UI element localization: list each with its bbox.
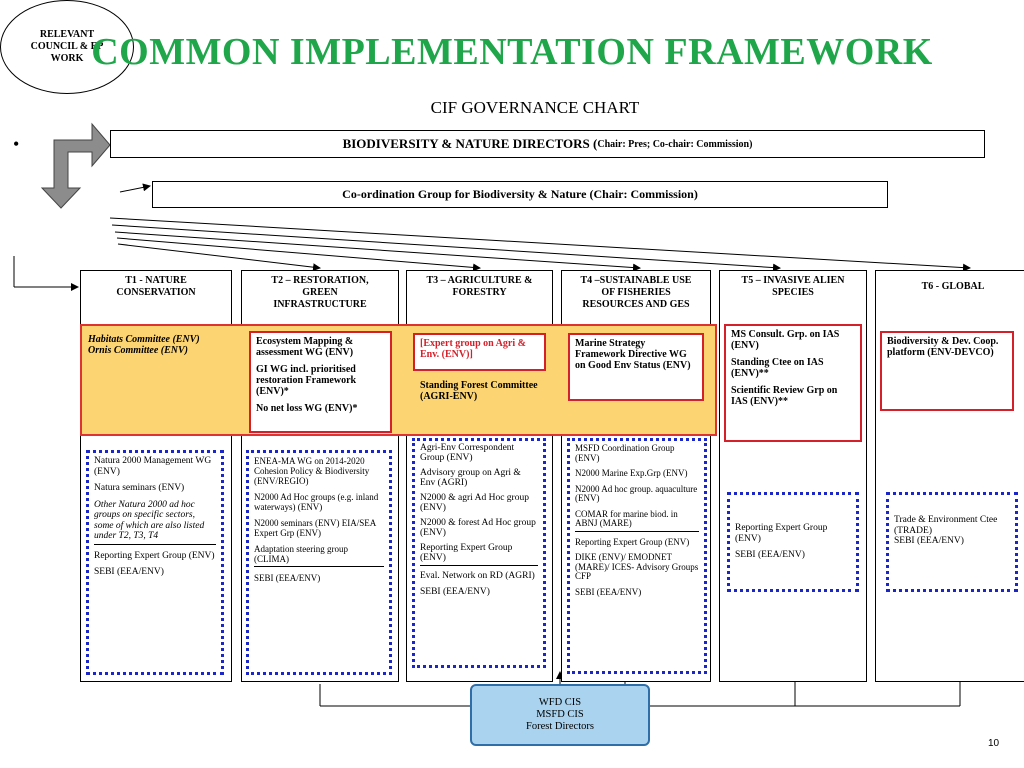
advisory-group-agri: Advisory group on Agri & Env (AGRI) <box>420 468 521 488</box>
enea-ma-wg: ENEA-MA WG on 2014-2020 Cohesion Policy … <box>254 456 370 486</box>
t5-red-box: MS Consult. Grp. on IAS (ENV) Standing C… <box>724 324 862 442</box>
adaptation-steering-group: Adaptation steering group (CLIMA) <box>254 544 384 567</box>
n2000-agri-adhoc: N2000 & agri Ad Hoc group (ENV) <box>420 493 529 513</box>
t4-reporting-group: Reporting Expert Group (ENV) <box>575 536 690 547</box>
t1-sebi: SEBI (EEA/ENV) <box>94 567 164 577</box>
t1-reporting-group: Reporting Expert Group (ENV) <box>94 550 215 561</box>
t5-head-line-2: SPECIES <box>772 287 814 298</box>
t3-head-line-1: T3 – AGRICULTURE & <box>426 275 533 286</box>
t2-lower-box: ENEA-MA WG on 2014-2020 Cohesion Policy … <box>246 450 392 675</box>
t5-sebi: SEBI (EEA/ENV) <box>735 550 805 560</box>
standing-forest-committee: Standing Forest Committee (AGRI-ENV) <box>420 380 538 402</box>
t4-red-box: Marine Strategy Framework Directive WG o… <box>568 333 704 401</box>
directors-label: BIODIVERSITY & NATURE DIRECTORS ( <box>342 136 598 151</box>
directors-chair: Chair: Pres; Co-chair: Commission) <box>597 138 753 150</box>
t4-head-line-3: RESOURCES AND GES <box>582 299 690 310</box>
eval-network-rd: Eval. Network on RD (AGRI) <box>420 571 535 581</box>
wfd-cis: WFD CIS <box>538 697 582 708</box>
t3-sebi: SEBI (EEA/ENV) <box>420 586 490 597</box>
chart-subtitle: CIF GOVERNANCE CHART <box>430 98 640 117</box>
natura-2000-wg: Natura 2000 Management WG (ENV) <box>94 456 212 477</box>
coordination-group-box: Co-ordination Group for Biodiversity & N… <box>152 181 888 208</box>
t3-reporting-group: Reporting Expert Group (ENV) <box>420 543 538 566</box>
t6-red-box: Biodiversity & Dev. Coop. platform (ENV-… <box>880 331 1014 411</box>
habitats-committee: Habitats Committee (ENV) <box>88 334 200 345</box>
bullet-mark: • <box>13 134 20 154</box>
t1-head-line-1: T1 - NATURE <box>125 275 187 286</box>
t4-head-line-1: T4 –SUSTAINABLE USE <box>580 275 692 286</box>
t2-head-line-2: GREEN <box>302 287 338 298</box>
t5-reporting-group: Reporting Expert Group (ENV) <box>735 523 828 544</box>
t2-red-box: Ecosystem Mapping & assessment WG (ENV) … <box>249 331 392 433</box>
other-natura-groups: Other Natura 2000 ad hoc groups on speci… <box>94 500 216 545</box>
msfd-cis: MSFD CIS <box>536 709 584 720</box>
gi-wg: GI WG incl. prioritised restoration Fram… <box>256 364 357 397</box>
natura-seminars: Natura seminars (ENV) <box>94 483 185 493</box>
directors-box: BIODIVERSITY & NATURE DIRECTORS (Chair: … <box>110 130 985 158</box>
n2000-forest-adhoc: N2000 & forest Ad Hoc group (ENV) <box>420 518 536 538</box>
column-t6-head: T6 - GLOBAL <box>876 281 1024 293</box>
council-line-2: COUNCIL & EP <box>30 41 104 52</box>
t4-sebi: SEBI (EEA/ENV) <box>575 586 642 597</box>
trade-env-ctee: Trade & Environment Ctee (TRADE) <box>894 515 998 536</box>
t6-lower-box: Trade & Environment Ctee (TRADE) SEBI (E… <box>886 492 1018 592</box>
council-ep-ellipse: RELEVANT COUNCIL & EP WORK <box>0 0 134 94</box>
forest-directors: Forest Directors <box>526 721 594 732</box>
msfd-coordination: MSFD Coordination Group (ENV) <box>575 443 675 463</box>
t4-head-line-2: OF FISHERIES <box>601 287 671 298</box>
t3-lower-box: Agri-Env Correspondent Group (ENV) Advis… <box>412 438 546 668</box>
ms-consult-grp: MS Consult. Grp. on IAS (ENV) <box>731 329 840 351</box>
t5-lower-box: Reporting Expert Group (ENV) SEBI (EEA/E… <box>727 492 859 592</box>
t2-head-line-1: T2 – RESTORATION, <box>271 275 369 286</box>
no-net-loss-wg: No net loss WG (ENV)* <box>256 403 358 414</box>
column-t1-head: T1 - NATURE CONSERVATION <box>81 275 231 299</box>
scientific-review-grp: Scientific Review Grp on IAS (ENV)** <box>731 385 838 407</box>
t5-head-line-1: T5 – INVASIVE ALIEN <box>741 275 845 286</box>
dike-emodnet-ices: DIKE (ENV)/ EMODNET (MARE)/ ICES- Adviso… <box>575 552 699 581</box>
standing-ctee-ias: Standing Ctee on IAS (ENV)** <box>731 357 824 379</box>
t1-committees: Habitats Committee (ENV) Ornis Committee… <box>88 334 228 356</box>
t2-sebi: SEBI (EEA/ENV) <box>254 573 321 583</box>
t1-head-line-2: CONSERVATION <box>116 287 196 298</box>
cis-scroll: WFD CIS MSFD CIS Forest Directors <box>470 684 650 746</box>
gray-bent-arrow <box>40 122 111 209</box>
t6-head-line-1: T6 - GLOBAL <box>921 281 985 292</box>
column-t4-head: T4 –SUSTAINABLE USE OF FISHERIES RESOURC… <box>562 275 710 311</box>
n2000-seminars: N2000 seminars (ENV) EIA/SEA Expert Grp … <box>254 518 376 538</box>
t2-head-line-3: INFRASTRUCTURE <box>273 299 367 310</box>
column-t2-head: T2 – RESTORATION, GREEN INFRASTRUCTURE <box>242 275 398 311</box>
n2000-adhoc-groups: N2000 Ad Hoc groups (e.g. inland waterwa… <box>254 492 379 512</box>
page-number: 10 <box>988 738 1000 749</box>
n2000-aquaculture: N2000 Ad hoc group. aquaculture (ENV) <box>575 483 698 503</box>
council-line-3: WORK <box>50 53 84 64</box>
t4-lower-box: MSFD Coordination Group (ENV) N2000 Mari… <box>567 438 707 674</box>
t3-red-box: [Expert group on Agri & Env. (ENV)] <box>413 333 546 371</box>
ornis-committee: Ornis Committee (ENV) <box>88 345 189 356</box>
column-t5-head: T5 – INVASIVE ALIEN SPECIES <box>720 275 866 299</box>
column-t3-head: T3 – AGRICULTURE & FORESTRY <box>407 275 552 299</box>
page-title: COMMON IMPLEMENTATION FRAMEWORK <box>91 31 933 73</box>
n2000-marine-exp: N2000 Marine Exp.Grp (ENV) <box>575 468 688 478</box>
comar-abnj: COMAR for marine biod. in ABNJ (MARE) <box>575 509 699 532</box>
t6-sebi: SEBI (EEA/ENV) <box>894 536 964 546</box>
ecosystem-mapping-wg: Ecosystem Mapping & assessment WG (ENV) <box>256 336 354 358</box>
t3-head-line-2: FORESTRY <box>452 287 507 298</box>
council-line-1: RELEVANT <box>39 29 95 40</box>
t1-lower-box: Natura 2000 Management WG (ENV) Natura s… <box>86 450 224 675</box>
agri-env-correspondent: Agri-Env Correspondent Group (ENV) <box>420 443 515 463</box>
